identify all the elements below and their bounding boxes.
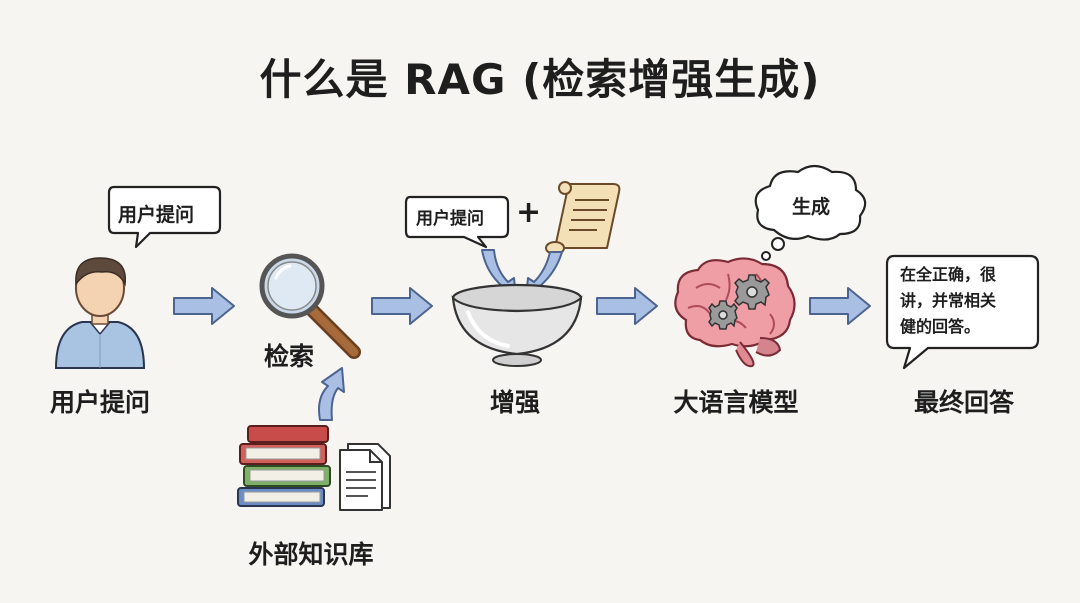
thought-text: 生成 xyxy=(792,196,831,218)
knowledge-base-label: 外部知识库 xyxy=(248,540,374,569)
plus-sign: + xyxy=(516,195,542,230)
flow-arrow-1 xyxy=(173,287,235,325)
flow-arrow-2 xyxy=(371,287,433,325)
speech-bubble-augment xyxy=(404,195,510,249)
speech-bubble-user xyxy=(107,185,222,249)
augment-label: 增强 xyxy=(489,388,540,417)
augment-bubble-text: 用户提问 xyxy=(416,209,484,229)
gear-icon xyxy=(708,300,738,330)
answer-line-3: 健的回答。 xyxy=(900,317,981,336)
gear-icon xyxy=(734,274,770,310)
user-bubble-text: 用户提问 xyxy=(118,204,195,226)
llm-label: 大语言模型 xyxy=(673,388,799,417)
user-question-label: 用户提问 xyxy=(49,388,150,417)
final-answer-label: 最终回答 xyxy=(913,388,1014,417)
person-icon xyxy=(54,257,146,369)
document-icon xyxy=(339,443,391,511)
retrieve-label: 检索 xyxy=(263,342,314,371)
books-icon xyxy=(237,425,331,507)
up-arrow xyxy=(318,367,345,421)
thought-cloud xyxy=(754,164,867,261)
flow-arrow-4 xyxy=(809,287,871,325)
answer-bubble xyxy=(885,254,1040,370)
answer-line-2: 讲，并常相关 xyxy=(900,291,997,310)
flow-arrow-3 xyxy=(596,287,658,325)
answer-text: 在全正确，很 讲，并常相关 健的回答。 xyxy=(900,262,1032,340)
page-title: 什么是 RAG (检索增强生成) xyxy=(259,55,821,104)
scroll-icon xyxy=(545,181,621,255)
magnifier-icon xyxy=(259,253,361,359)
answer-line-1: 在全正确，很 xyxy=(900,265,997,284)
bowl-icon xyxy=(451,283,583,367)
